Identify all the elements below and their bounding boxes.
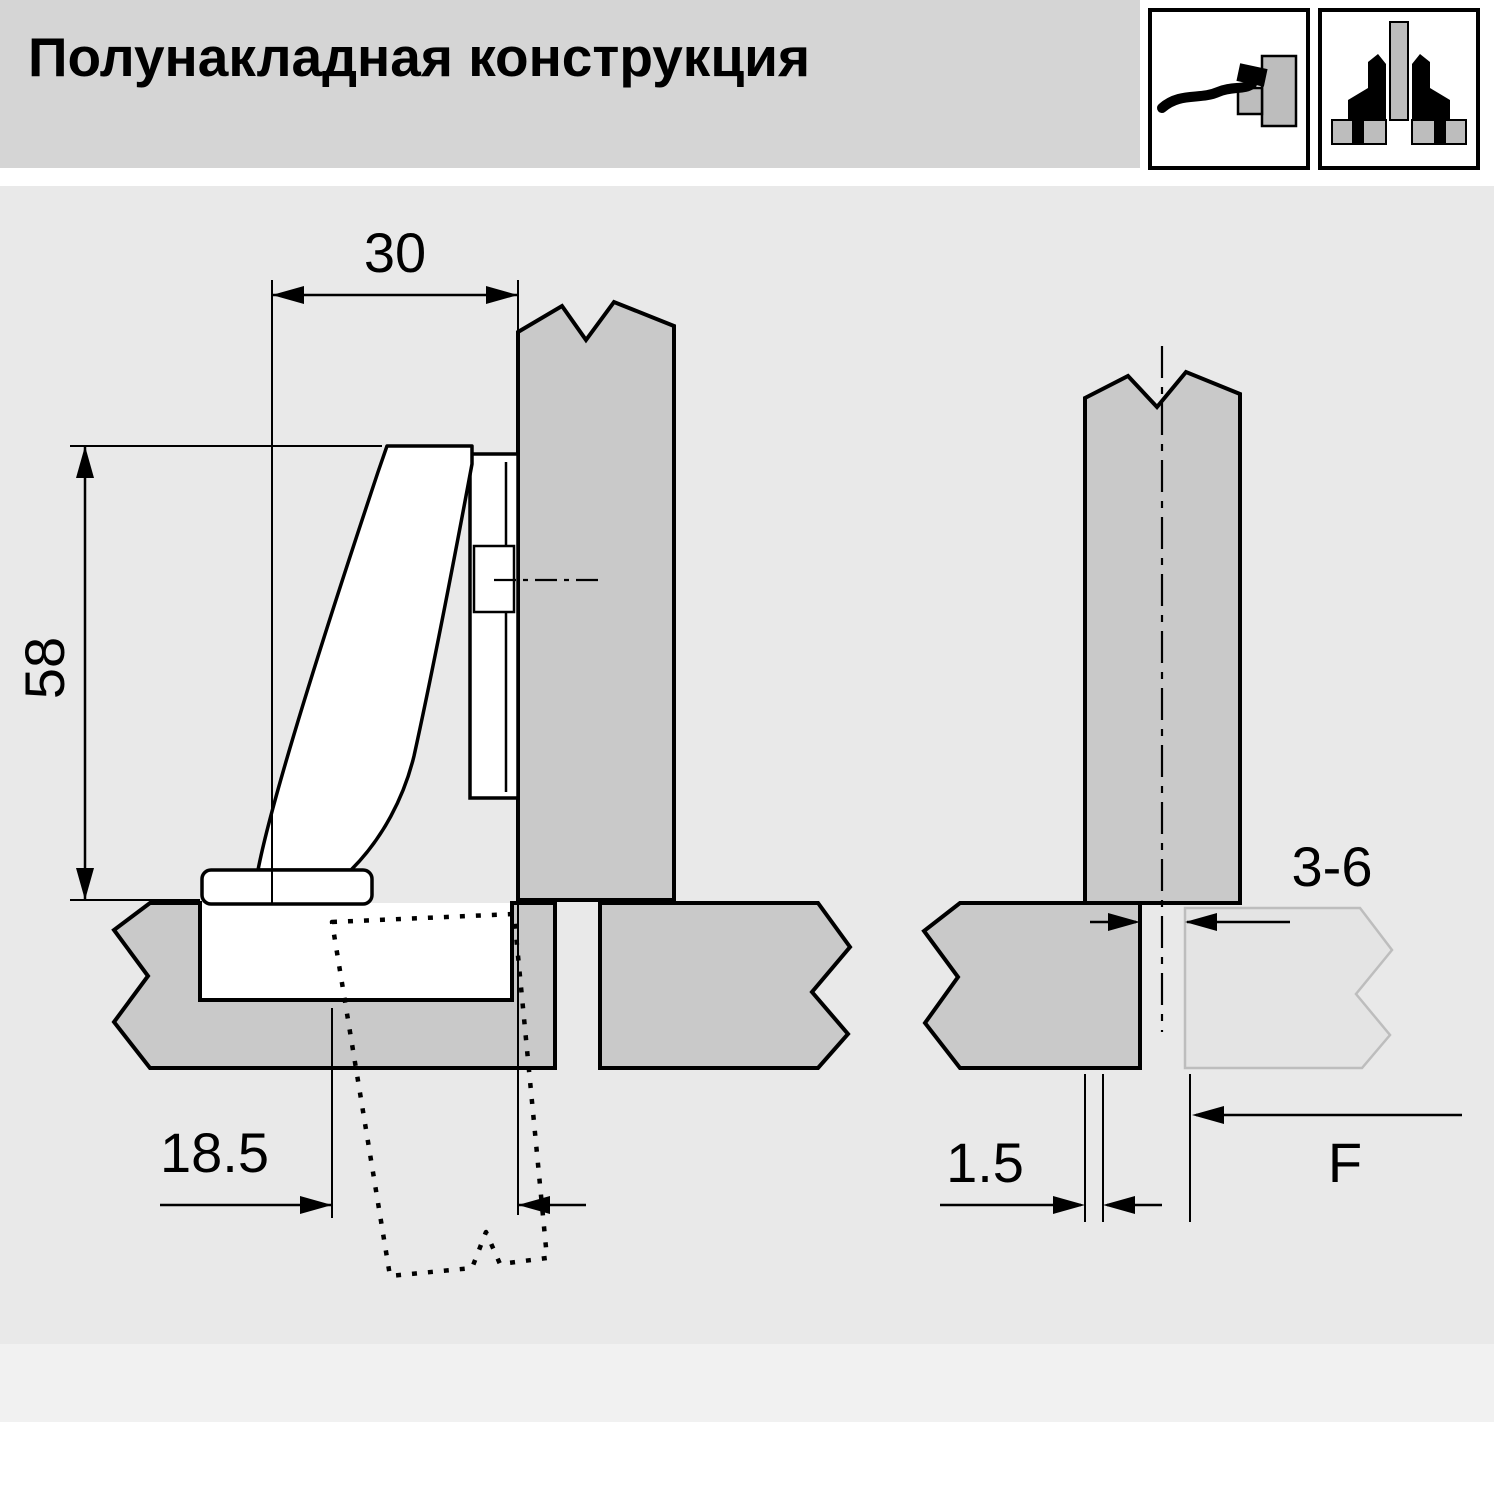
- arrowhead: [1108, 913, 1140, 931]
- icon-panel-section: [1260, 54, 1298, 128]
- dimension-lines: [76, 286, 1462, 1214]
- icon-right-hinge: [1412, 54, 1450, 120]
- dim-label-58: 58: [13, 637, 76, 699]
- arrowhead: [1053, 1196, 1085, 1214]
- arrowhead: [1185, 913, 1217, 931]
- cabinet-panel-section-right: [921, 901, 1142, 1070]
- header-bar: [0, 0, 1140, 168]
- dim-label-3-6: 3-6: [1292, 835, 1373, 898]
- arrowhead: [76, 446, 94, 478]
- icon-hinge-cup: [1236, 63, 1268, 87]
- side-panel-section: [516, 299, 676, 902]
- icon-hinge-arm: [1157, 79, 1257, 113]
- mounting-plate: [468, 452, 520, 800]
- hinge-arm: [256, 444, 474, 872]
- extension-lines: [70, 280, 1191, 1222]
- half-overlay-hinge-icon: [1148, 8, 1310, 170]
- icon-right-plate-screw: [1434, 120, 1446, 144]
- footer-strip: [0, 1344, 1494, 1422]
- twin-hinge-application-icon: [1318, 8, 1480, 170]
- arrowhead: [76, 868, 94, 900]
- hinge-cup-flange: [200, 868, 374, 906]
- drawing-canvas: [0, 186, 1494, 1344]
- cup-recess: [202, 903, 510, 998]
- dim-label-1-5: 1.5: [946, 1131, 1024, 1194]
- dim-label-18-5: 18.5: [160, 1121, 269, 1184]
- arrowhead: [300, 1196, 332, 1214]
- arrowhead: [518, 1196, 550, 1214]
- icon-left-plate-screw: [1352, 120, 1364, 144]
- door-panel-section: [111, 901, 557, 1070]
- dim-label-30: 30: [364, 221, 426, 284]
- page-title: Полунакладная конструкция: [28, 26, 810, 88]
- arrowhead: [1192, 1106, 1224, 1124]
- arrowhead: [486, 286, 518, 304]
- bottom-panel-section: [598, 901, 853, 1070]
- arrowhead: [1103, 1196, 1135, 1214]
- arrowhead: [272, 286, 304, 304]
- icon-center-panel: [1389, 21, 1409, 121]
- drilling-template-dotted: [329, 911, 550, 1279]
- icon-left-hinge: [1348, 54, 1386, 120]
- ghost-door-section: [1183, 906, 1394, 1070]
- dim-label-F: F: [1328, 1131, 1362, 1194]
